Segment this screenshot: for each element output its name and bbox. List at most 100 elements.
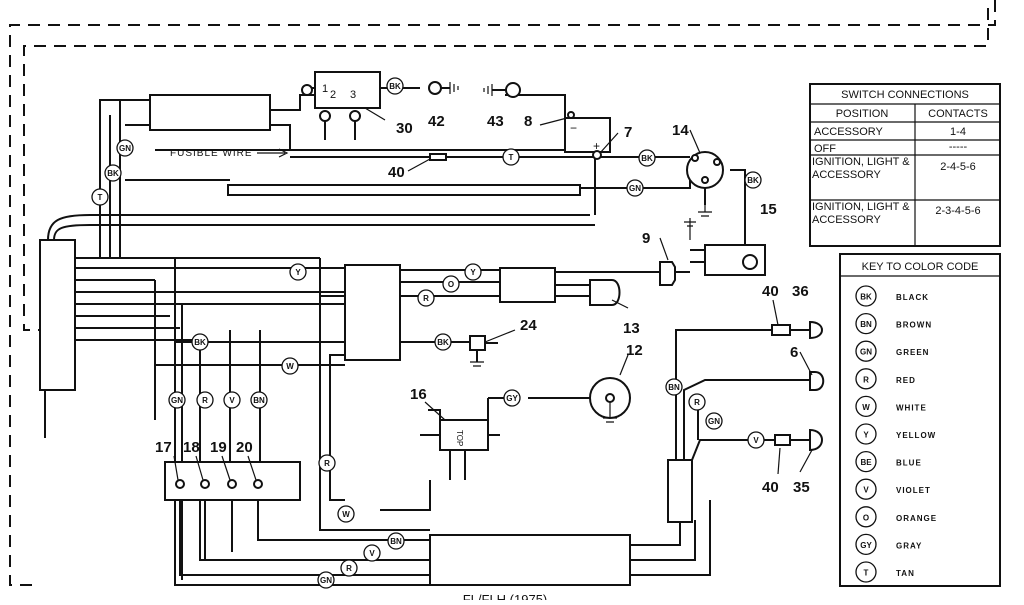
color-key-code-circle [855, 561, 877, 583]
regulator-box [149, 94, 271, 131]
color-key-name: GREEN [896, 348, 929, 357]
wire-code-gn-left: GN [116, 139, 134, 157]
color-key-code: O [863, 513, 869, 522]
label-36: 36 [792, 283, 809, 300]
svg-text:Y: Y [470, 268, 476, 277]
color-key-code: GY [860, 541, 872, 550]
color-key-code: Y [863, 431, 869, 440]
svg-text:V: V [753, 436, 759, 445]
color-key-code-circle [855, 533, 877, 556]
coil-15 [684, 218, 766, 276]
label-15: 15 [760, 201, 777, 218]
main-harness-connector [39, 214, 595, 438]
svg-text:R: R [324, 459, 330, 468]
switch-connections-table: SWITCH CONNECTIONS POSITION CONTACTS ACC… [809, 83, 1001, 247]
wire-code-r-bot: R [196, 391, 214, 409]
regulator-wires [149, 87, 746, 245]
switch-row-4-position: IGNITION, LIGHT & ACCESSORY [812, 201, 910, 226]
wire-code-gy-1: GY [503, 389, 521, 407]
label-6: 6 [790, 344, 798, 361]
color-key-code: BK [860, 293, 872, 302]
label-24: 24 [520, 317, 537, 334]
relay-terminal-1: 1 [322, 83, 328, 95]
relay-terminal-2: 2 [330, 89, 336, 101]
terminal-block-17-20 [164, 461, 301, 501]
color-key-code-circle [855, 423, 877, 445]
color-key-code-circle [855, 450, 877, 473]
wire-code-t-mid: T [502, 148, 520, 166]
svg-text:T: T [98, 193, 103, 202]
svg-text:BN: BN [668, 383, 680, 392]
color-key-item-r: R RED [855, 368, 916, 390]
wire-code-r-bottom: R [340, 559, 358, 577]
wire-code-r-mid: R [318, 454, 336, 472]
switch-table-title: SWITCH CONNECTIONS [841, 89, 969, 101]
wire-code-bk-24: BK [434, 333, 452, 351]
svg-text:V: V [229, 396, 235, 405]
color-key-title: KEY TO COLOR CODE [862, 261, 979, 273]
label-20: 20 [236, 439, 253, 456]
color-key-code-circle [855, 312, 877, 335]
switch-row-1-position: ACCESSORY [814, 126, 884, 138]
svg-text:GN: GN [629, 184, 641, 193]
battery-minus: − [570, 121, 577, 135]
wire-code-v-bottom: V [363, 544, 381, 562]
relay-30: 1 2 3 [301, 71, 381, 122]
switch-row-2-contacts: ----- [949, 141, 968, 153]
svg-text:BK: BK [107, 169, 119, 178]
color-key-name: RED [896, 376, 916, 385]
fusible-wire-label: FUSIBLE WIRE [170, 148, 253, 159]
color-key-name: TAN [896, 569, 915, 578]
label-14: 14 [672, 122, 689, 139]
label-30: 30 [396, 120, 413, 137]
color-key-item-t: T TAN [855, 561, 915, 583]
svg-text:BN: BN [390, 537, 402, 546]
svg-text:R: R [346, 564, 352, 573]
fusible-wire-note: FUSIBLE WIRE [170, 148, 447, 161]
switch-row-4-contacts: 2-3-4-5-6 [935, 205, 980, 217]
label-13: 13 [623, 320, 640, 337]
label-35: 35 [793, 479, 810, 496]
label-18: 18 [183, 439, 200, 456]
svg-text:T: T [509, 153, 514, 162]
svg-text:R: R [423, 294, 429, 303]
color-key-item-w: W WHITE [855, 395, 927, 418]
label-19: 19 [210, 439, 227, 456]
battery-8: − + [564, 111, 611, 160]
color-key-code-circle [855, 395, 877, 418]
color-key-code-circle [855, 478, 877, 500]
color-key-code: GN [860, 348, 872, 357]
color-key-name: WHITE [896, 403, 927, 412]
wire-code-y-2: Y [464, 263, 482, 281]
color-key-code: W [862, 403, 870, 412]
color-key-code-circle [855, 285, 877, 307]
wire-code-bk-mid: BK [191, 333, 209, 351]
wire-code-v-bot: V [223, 391, 241, 409]
wire-code-w-2: W [337, 505, 355, 523]
svg-text:GN: GN [320, 576, 332, 585]
component-numbers: 30 42 43 8 7 14 40 15 9 13 24 12 40 36 6… [155, 113, 810, 496]
lamps-right [771, 320, 825, 452]
svg-text:V: V [369, 549, 375, 558]
svg-text:R: R [202, 396, 208, 405]
switch-row-3-position: IGNITION, LIGHT & ACCESSORY [812, 156, 910, 181]
wire-code-t-left: T [91, 188, 109, 206]
part-12-gauge [487, 377, 631, 432]
wire-code-bk-15: BK [744, 171, 762, 189]
color-key-code-circle [855, 368, 877, 390]
ground-symbols [428, 81, 521, 98]
diagram-caption: FL/FLH (1975) [463, 592, 548, 600]
color-key-code: R [863, 375, 869, 384]
color-key-code-circle [855, 340, 877, 362]
color-key-code: T [864, 569, 869, 578]
label-40-right: 40 [762, 283, 779, 300]
color-key-code: V [863, 486, 869, 495]
color-key-name: ORANGE [896, 514, 937, 523]
